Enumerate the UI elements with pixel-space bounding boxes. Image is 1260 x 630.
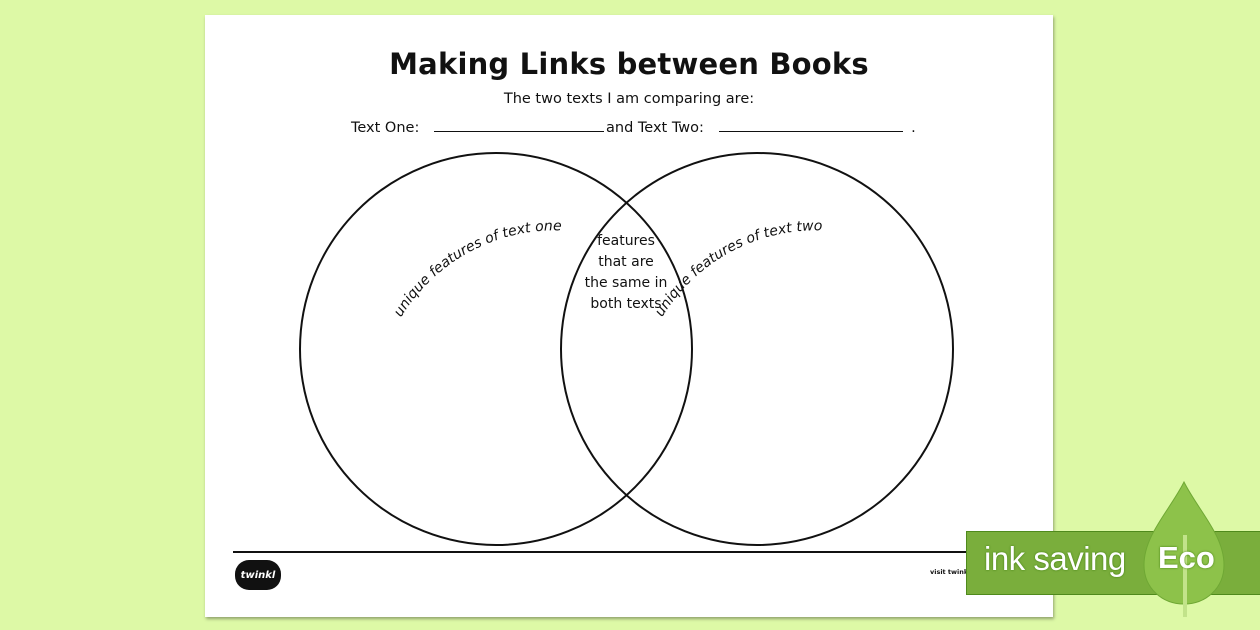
overlap-line: features [597, 233, 655, 249]
right-circle [560, 152, 954, 546]
twinkl-logo: twinkl [235, 560, 281, 590]
overlap-line: the same in [584, 275, 668, 291]
left-circle-label: unique features of text one [391, 218, 562, 319]
overlap-line: that are [598, 254, 654, 270]
page-title: Making Links between Books [389, 47, 869, 81]
text-two-blank[interactable] [718, 117, 903, 132]
text-one-label: Text One: [351, 120, 420, 136]
end-punctuation: . [911, 120, 916, 136]
subtitle: The two texts I am comparing are: [503, 91, 755, 107]
left-circle [299, 152, 693, 546]
venn-diagram: unique features of text one unique featu… [299, 152, 954, 546]
text-one-row: Text One: [351, 117, 604, 136]
visit-text: visit twinkl [930, 568, 971, 576]
right-circle-label: unique features of text two [652, 218, 823, 319]
ink-saving-label: ink saving [984, 540, 1126, 577]
text-two-label: and Text Two: [606, 120, 704, 136]
text-one-blank[interactable] [433, 117, 604, 132]
svg-text:unique features of text one: unique features of text one [391, 218, 562, 319]
eco-badge: Eco [1158, 540, 1215, 575]
text-two-row: and Text Two: . [606, 117, 916, 136]
overlap-label: features that are the same in both texts [575, 231, 677, 315]
worksheet-page: Making Links between Books The two texts… [205, 15, 1053, 617]
leaf-icon [1143, 480, 1225, 617]
footer-divider [233, 551, 1053, 553]
overlap-line: both texts [590, 296, 662, 312]
svg-text:unique features of text two: unique features of text two [652, 218, 823, 319]
